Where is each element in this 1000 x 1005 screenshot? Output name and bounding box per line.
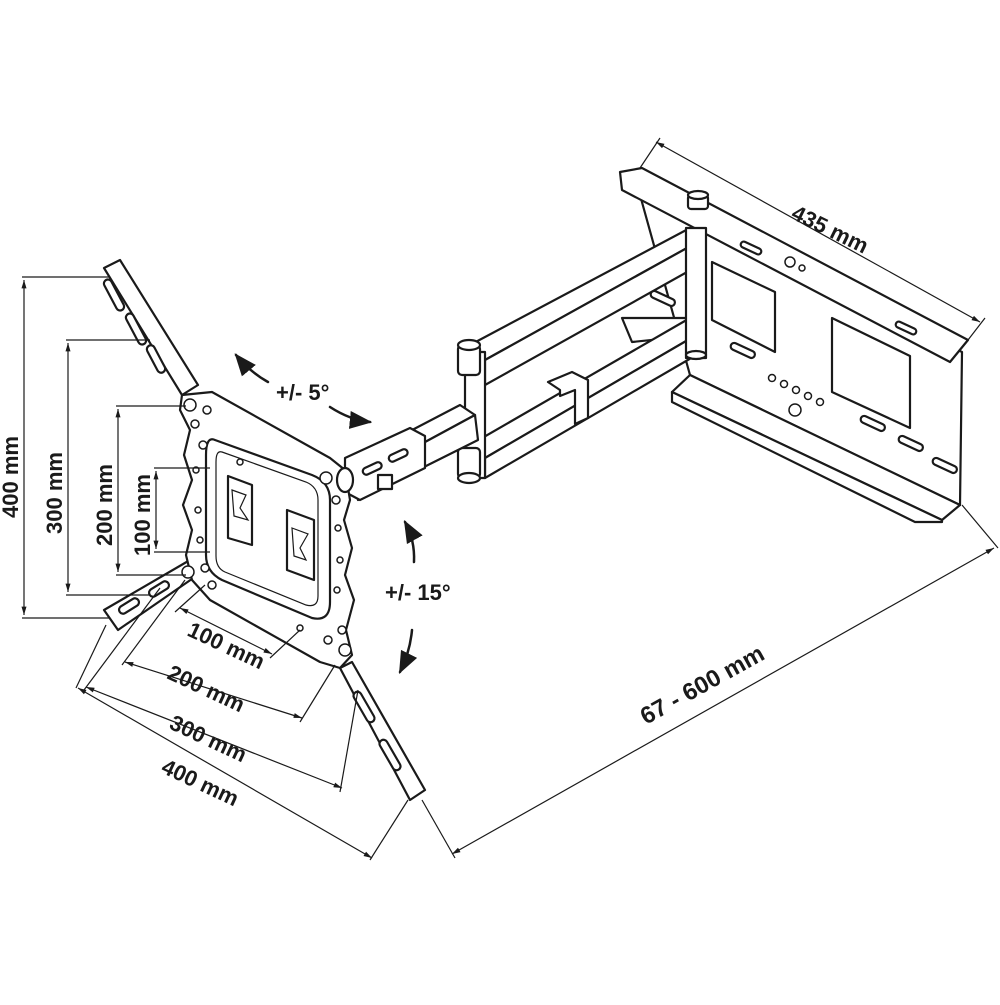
swivel-arrows (398, 520, 423, 675)
vertical-dim-300: 300 mm (42, 452, 67, 534)
vertical-dim-200: 200 mm (92, 464, 117, 546)
horizontal-dimensions (75, 579, 409, 861)
tilt-arrows (234, 353, 373, 429)
vesa-bracket (102, 258, 427, 802)
vertical-dim-100: 100 mm (130, 474, 155, 556)
horizontal-dim-400: 400 mm (158, 754, 243, 811)
width-dimension (639, 137, 986, 341)
wall-distance-label: 67 - 600 mm (636, 640, 769, 730)
swing-arm (343, 226, 708, 502)
mount-width-label: 435 mm (788, 200, 873, 258)
vertical-dim-400: 400 mm (0, 436, 23, 518)
depth-dimension (421, 504, 999, 859)
horizontal-dim-200: 200 mm (164, 660, 249, 717)
vertical-dimensions (21, 276, 210, 619)
tilt-label: +/- 5° (276, 380, 329, 405)
swivel-label: +/- 15° (385, 580, 451, 605)
